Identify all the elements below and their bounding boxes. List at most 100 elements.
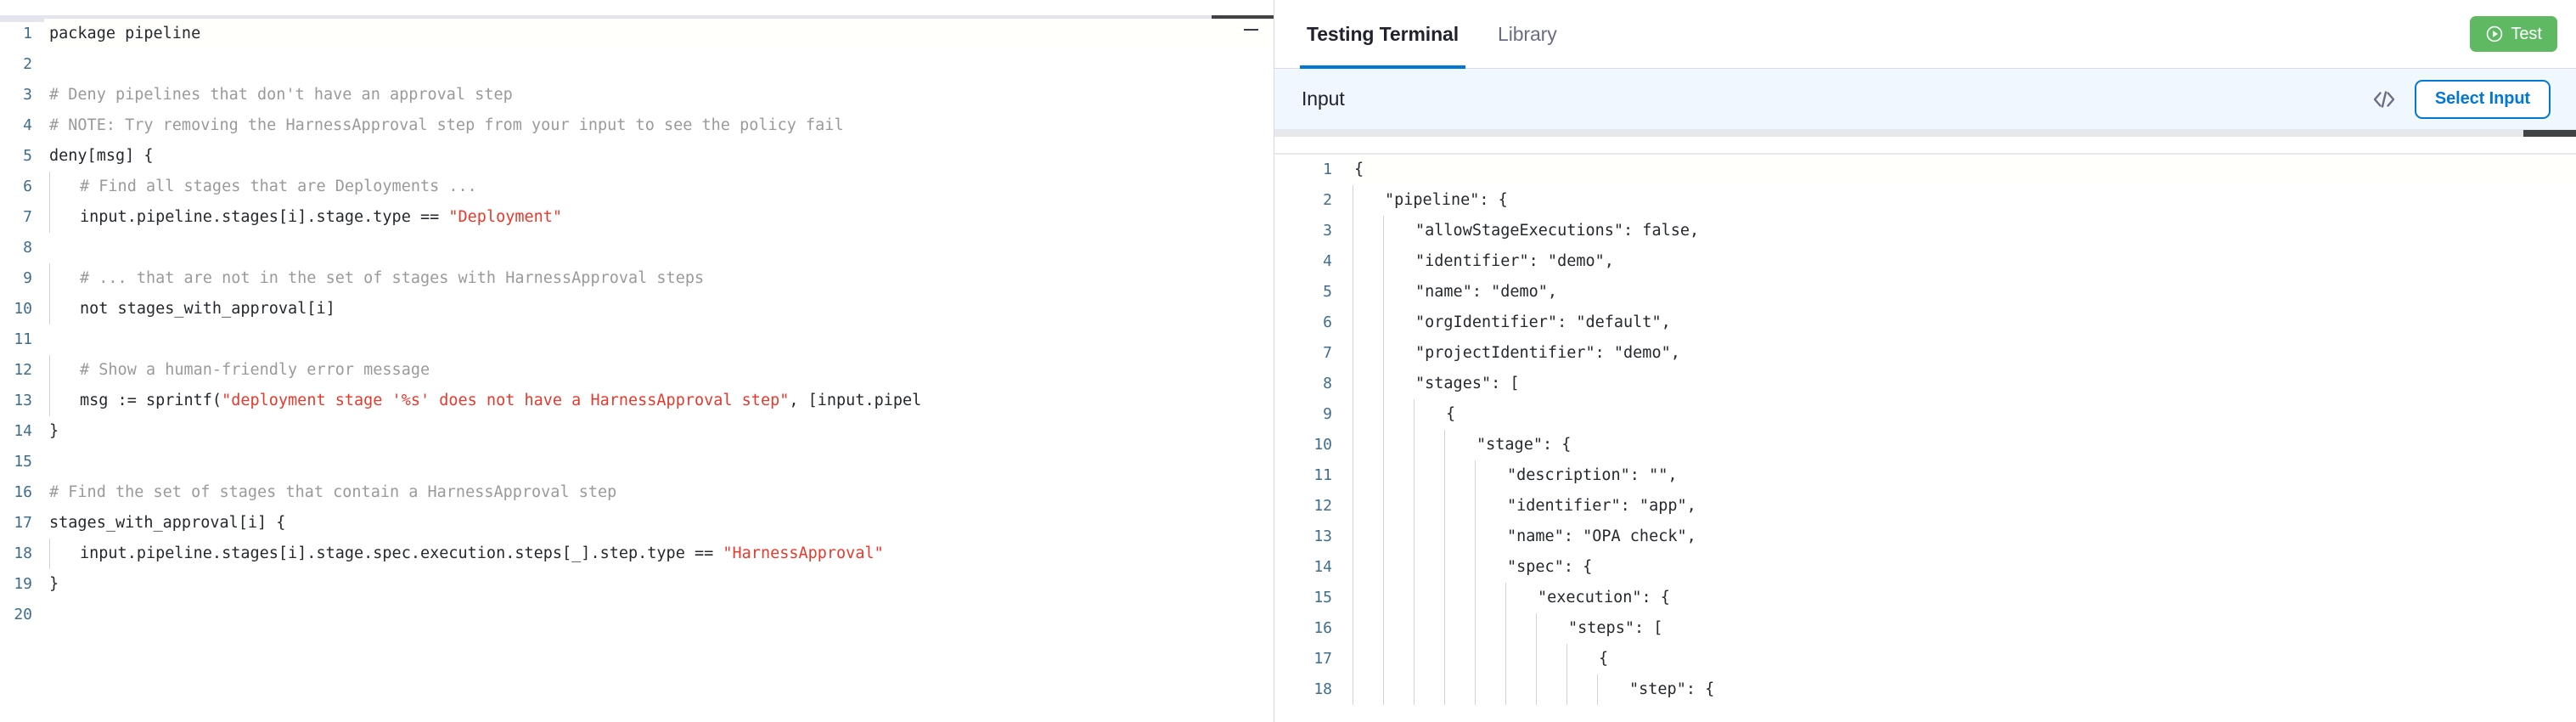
test-button[interactable]: Test xyxy=(2470,16,2557,52)
indent-guide xyxy=(1444,674,1445,705)
code-token-plain: input.pipeline.stages[i].stage.spec.exec… xyxy=(80,544,723,562)
json-line[interactable]: 1{ xyxy=(1274,155,2576,185)
indent-guide xyxy=(1383,338,1384,369)
code-token-string: "Deployment" xyxy=(448,208,563,226)
json-line-content: "pipeline": { xyxy=(1347,185,2576,216)
code-line-number: 14 xyxy=(14,422,32,440)
json-horizontal-scrollbar-thumb[interactable] xyxy=(2523,130,2576,137)
indent-guide xyxy=(1475,552,1476,583)
code-line[interactable]: 14} xyxy=(0,416,1274,447)
json-token: "name": "demo", xyxy=(1415,283,1558,301)
json-line-number: 16 xyxy=(1313,619,1332,637)
code-token-plain: not stages_with_approval[i] xyxy=(80,300,335,318)
code-line-number: 5 xyxy=(23,147,32,165)
json-line-content: "steps": [ xyxy=(1347,613,2576,644)
code-line[interactable]: 6# Find all stages that are Deployments … xyxy=(0,172,1274,202)
json-line[interactable]: 5"name": "demo", xyxy=(1274,277,2576,307)
json-line-number: 15 xyxy=(1313,589,1332,606)
json-line[interactable]: 18"step": { xyxy=(1274,674,2576,705)
input-json-editor-wrapper: 1{2"pipeline": {3"allowStageExecutions":… xyxy=(1274,130,2576,722)
json-line-number: 7 xyxy=(1323,344,1332,362)
input-json-code-area[interactable]: 1{2"pipeline": {3"allowStageExecutions":… xyxy=(1274,130,2576,705)
tab-library[interactable]: Library xyxy=(1491,0,1564,69)
json-line[interactable]: 16 "steps": [ xyxy=(1274,613,2576,644)
input-label: Input xyxy=(1302,87,1345,110)
indent-guide xyxy=(1444,644,1445,674)
code-token-comment: # ... that are not in the set of stages … xyxy=(80,269,705,287)
indent-guide xyxy=(1383,644,1384,674)
json-line[interactable]: 14 "spec": { xyxy=(1274,552,2576,583)
indent-guide xyxy=(1536,644,1537,674)
json-vertical-scrollbar[interactable] xyxy=(2569,161,2576,722)
json-line[interactable]: 8"stages": [ xyxy=(1274,369,2576,399)
indent-guide xyxy=(1414,399,1415,430)
indent-guide xyxy=(1505,583,1506,613)
json-line-number: 12 xyxy=(1313,497,1332,515)
code-line[interactable]: 20 xyxy=(0,600,1274,630)
json-line-content: "spec": { xyxy=(1347,552,2576,583)
code-brackets-icon[interactable] xyxy=(2367,82,2401,116)
json-line[interactable]: 15"execution": { xyxy=(1274,583,2576,613)
code-line[interactable]: 2 xyxy=(0,49,1274,80)
json-line[interactable]: 4"identifier": "demo", xyxy=(1274,246,2576,277)
code-line[interactable]: 19} xyxy=(0,569,1274,600)
indent-guide xyxy=(1475,522,1476,552)
code-line-number: 11 xyxy=(14,330,32,348)
indent-guide xyxy=(49,294,50,324)
json-line[interactable]: 7 "projectIdentifier": "demo", xyxy=(1274,338,2576,369)
json-token: "steps": [ xyxy=(1568,619,1663,637)
code-line[interactable]: 9# ... that are not in the set of stages… xyxy=(0,263,1274,294)
indent-guide xyxy=(1414,491,1415,522)
json-line[interactable]: 2"pipeline": { xyxy=(1274,185,2576,216)
json-line-number: 14 xyxy=(1313,558,1332,576)
code-line-number: 12 xyxy=(14,361,32,379)
json-line[interactable]: 12"identifier": "app", xyxy=(1274,491,2576,522)
json-token: "name": "OPA check", xyxy=(1507,527,1696,545)
json-line-content: "name": "OPA check", xyxy=(1347,522,2576,552)
json-token: "allowStageExecutions": false, xyxy=(1415,222,1700,240)
code-line[interactable]: 11 xyxy=(0,324,1274,355)
json-line[interactable]: 3"allowStageExecutions": false, xyxy=(1274,216,2576,246)
code-line-number: 19 xyxy=(14,575,32,593)
code-line[interactable]: 3# Deny pipelines that don't have an app… xyxy=(0,80,1274,110)
json-line[interactable]: 9{ xyxy=(1274,399,2576,430)
json-line-number: 9 xyxy=(1323,405,1332,423)
json-line[interactable]: 17{ xyxy=(1274,644,2576,674)
json-token: "stage": { xyxy=(1476,436,1572,454)
tab-library-label: Library xyxy=(1498,22,1557,45)
json-line[interactable]: 10"stage": { xyxy=(1274,430,2576,460)
indent-guide xyxy=(1414,552,1415,583)
select-input-button[interactable]: Select Input xyxy=(2414,79,2551,119)
json-line-content: { xyxy=(1347,644,2576,674)
indent-guide xyxy=(1383,552,1384,583)
json-line[interactable]: 6"orgIdentifier": "default", xyxy=(1274,307,2576,338)
code-line[interactable]: 16# Find the set of stages that contain … xyxy=(0,477,1274,508)
json-horizontal-scrollbar-track[interactable] xyxy=(1274,130,2576,137)
json-line[interactable]: 11"description": "", xyxy=(1274,460,2576,491)
code-line[interactable]: 12# Show a human-friendly error message xyxy=(0,355,1274,386)
code-line-content: msg := sprintf("deployment stage '%s' do… xyxy=(44,386,1274,416)
indent-guide xyxy=(49,386,50,416)
tab-testing-terminal-label: Testing Terminal xyxy=(1307,22,1460,45)
code-line[interactable]: 4# NOTE: Try removing the HarnessApprova… xyxy=(0,110,1274,141)
json-line[interactable]: 13"name": "OPA check", xyxy=(1274,522,2576,552)
json-line-content: "projectIdentifier": "demo", xyxy=(1347,338,2576,369)
minimize-icon[interactable] xyxy=(1240,19,1262,41)
code-token-plain: msg := sprintf( xyxy=(80,392,222,409)
json-line-content: { xyxy=(1347,155,2576,185)
code-token-plain: } xyxy=(49,422,59,440)
indent-guide xyxy=(49,263,50,294)
code-line[interactable]: 8 xyxy=(0,233,1274,263)
code-line[interactable]: 15 xyxy=(0,447,1274,477)
tab-testing-terminal[interactable]: Testing Terminal xyxy=(1300,0,1466,69)
indent-guide xyxy=(1383,246,1384,277)
